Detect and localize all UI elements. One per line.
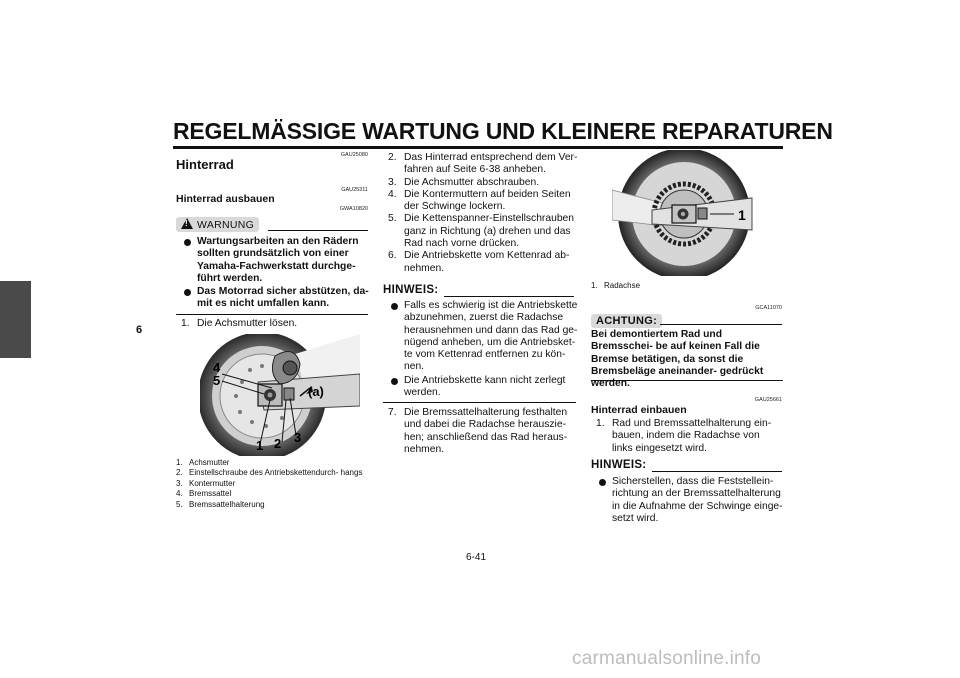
watermark[interactable]: carmanualsonline.info — [572, 648, 762, 669]
figure-label-5: 5 — [213, 373, 220, 388]
rear-wheel-figure: 4 5 (a) 1 2 3 — [200, 334, 360, 456]
warning-label: WARNUNG — [197, 219, 255, 231]
chapter-tab — [0, 281, 31, 358]
install-code: GAU25661 — [754, 397, 782, 403]
warning-end-rule — [176, 314, 368, 315]
axle-figure: 1 — [612, 150, 770, 276]
achtung-rule — [660, 324, 782, 325]
hinweis-end-rule — [383, 402, 576, 403]
hinweis-label: HINWEIS: — [383, 284, 439, 296]
achtung-text: Bei demontiertem Rad und Bremsschei- be … — [591, 329, 764, 390]
bullet-icon — [184, 289, 191, 297]
hinweis-label-2: HINWEIS: — [591, 459, 647, 471]
figure-label-1: 1 — [738, 207, 746, 223]
bullet-icon — [391, 303, 398, 310]
achtung-code: GCA11070 — [755, 305, 782, 311]
caption-item: 3.Kontermutter — [176, 478, 236, 488]
hinweis-item: Falls es schwierig ist die Antriebskette… — [385, 300, 578, 374]
hinweis-list-2: Sicherstellen, dass die Feststellein- ri… — [593, 476, 783, 526]
right-figure-caption: 1.Radachse — [591, 281, 781, 291]
step-2: 2.Das Hinterrad entsprechend dem Ver- fa… — [388, 152, 578, 176]
caption-item: 1.Radachse — [591, 281, 641, 290]
warning-list: Wartungsarbeiten an den Rädern sollten g… — [178, 236, 370, 312]
caption-item: 2.Einstellschraube des Antriebskettendur… — [176, 468, 363, 478]
title-rule — [173, 146, 783, 149]
bullet-icon — [391, 377, 398, 385]
bullet-icon — [599, 479, 606, 486]
hinweis-item: Sicherstellen, dass die Feststellein- ri… — [593, 476, 783, 525]
step-5: 5.Die Kettenspanner-Einstellschrauben ga… — [388, 213, 574, 250]
figure-label-3: 3 — [294, 430, 301, 445]
step-3: 3.Die Achsmutter abschrauben. — [388, 176, 540, 188]
caption-item: 5.Bremssattelhalterung — [176, 499, 265, 509]
install-title: Hinterrad einbauen — [591, 404, 687, 416]
section-title: Hinterrad — [176, 157, 234, 172]
bullet-icon — [184, 239, 191, 246]
hinweis-list: Falls es schwierig ist die Antriebskette… — [385, 300, 578, 400]
warning-triangle-icon — [181, 218, 193, 229]
warning-badge: WARNUNG — [176, 215, 260, 233]
figure-label-2: 2 — [274, 436, 281, 451]
step-7: 7.Die Bremssattelhalterung festhalten un… — [388, 407, 568, 455]
warning-code: GWA10820 — [339, 206, 368, 212]
step-4: 4.Die Kontermuttern auf beiden Seiten de… — [388, 188, 571, 213]
achtung-badge: ACHTUNG: — [591, 311, 663, 329]
hinweis-item: Die Antriebskette kann nicht zerlegt wer… — [385, 375, 578, 400]
page-number: 6-41 — [466, 552, 487, 563]
hinweis-rule — [444, 296, 574, 297]
hinweis-rule-2 — [652, 471, 782, 472]
figure-label-a: (a) — [308, 384, 324, 399]
figure-label-1: 1 — [256, 438, 263, 453]
warning-item: Das Motorrad sicher abstützen, da- mit e… — [178, 286, 370, 311]
achtung-label: ACHTUNG: — [591, 314, 663, 328]
subsection-title: Hinterrad ausbauen — [176, 193, 275, 205]
caption-item: 1.Achsmutter — [176, 458, 230, 467]
step-6: 6.Die Antriebskette vom Kettenrad ab- ne… — [388, 250, 570, 274]
removal-steps: 2.Das Hinterrad entsprechend dem Ver- fa… — [385, 152, 578, 275]
left-figure-caption: 1.Achsmutter 2.Einstellschraube des Antr… — [176, 458, 372, 510]
step-1: 1.Die Achsmutter lösen. — [181, 318, 298, 329]
chapter-number: 6 — [136, 324, 143, 336]
warning-item: Wartungsarbeiten an den Rädern sollten g… — [178, 236, 370, 285]
warning-rule — [268, 230, 368, 231]
install-step-1: 1.Rad und Bremssattelhalterung ein- baue… — [596, 418, 772, 454]
caption-item: 4.Bremssattel — [176, 489, 232, 499]
subsection-code: GAU25311 — [341, 187, 368, 193]
section-code: GAU25080 — [340, 152, 368, 158]
achtung-end-rule — [591, 380, 783, 381]
page-title: REGELMÄSSIGE WARTUNG UND KLEINERE REPARA… — [173, 118, 833, 144]
figure-label-4: 4 — [213, 360, 221, 375]
